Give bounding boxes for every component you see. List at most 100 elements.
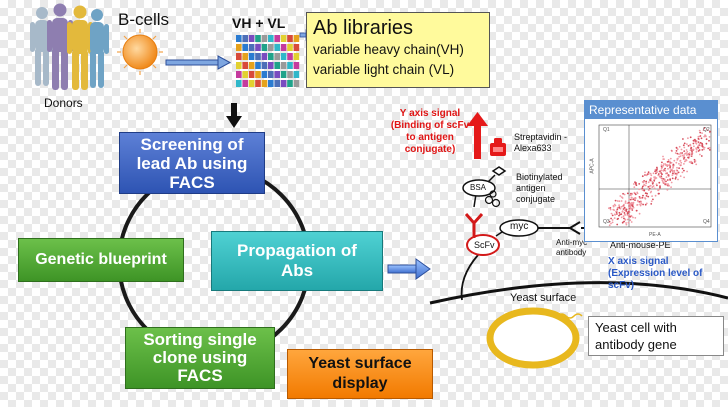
x-axis-signal-label: X axis signal (Expression level of scFv): [608, 256, 703, 291]
facs-event-dot: [679, 175, 682, 177]
facs-event-dot: [613, 217, 616, 219]
library-bar-segment: [280, 53, 287, 60]
facs-event-dot: [690, 154, 693, 157]
sorting-box: Sorting single clone using FACS: [125, 327, 275, 389]
library-bar-segment: [255, 62, 261, 69]
library-bar-segment: [248, 71, 255, 78]
facs-event-dot: [677, 157, 679, 160]
facs-event-dot: [650, 203, 653, 205]
facs-event-dot: [664, 183, 667, 186]
facs-event-dot: [690, 146, 693, 149]
facs-event-dot: [695, 142, 698, 145]
library-bar-segment: [236, 71, 242, 78]
library-bar-segment: [242, 80, 248, 87]
facs-event-dot: [629, 215, 632, 218]
genetic-blueprint-box: Genetic blueprint: [18, 238, 184, 282]
library-bar-segment: [242, 44, 248, 51]
library-bar-segment: [236, 62, 242, 69]
bcell-icon: [117, 29, 163, 75]
library-bar-segment: [287, 44, 293, 51]
facs-event-dot: [665, 176, 668, 178]
screening-box: Screening of lead Ab using FACS: [119, 132, 265, 194]
facs-event-dot: [676, 166, 678, 169]
facs-event-dot: [706, 129, 709, 131]
facs-event-dot: [678, 145, 681, 148]
facs-event-dot: [680, 164, 682, 166]
facs-event-dot: [654, 176, 656, 178]
facs-event-dot: [650, 174, 653, 177]
facs-event-dot: [652, 185, 655, 187]
facs-event-dot: [680, 148, 683, 151]
vhvl-label: VH + VL: [232, 15, 286, 31]
facs-event-dot: [655, 177, 658, 179]
facs-event-dot: [641, 188, 644, 191]
facs-event-dot: [613, 209, 615, 211]
facs-event-dot: [666, 172, 668, 174]
facs-event-dot: [657, 192, 660, 195]
ab-libraries-title: Ab libraries: [313, 17, 414, 39]
facs-event-dot: [649, 179, 652, 182]
facs-event-dot: [667, 159, 670, 161]
facs-event-dot: [625, 208, 628, 211]
facs-event-dot: [659, 176, 661, 178]
library-bar-segment: [293, 53, 300, 60]
facs-event-dot: [651, 195, 653, 197]
facs-event-dot: [621, 210, 624, 213]
facs-event-dot: [660, 169, 663, 172]
facs-event-dot: [665, 180, 667, 183]
facs-event-dot: [673, 169, 676, 172]
facs-event-dot: [654, 170, 656, 173]
scfv-label: ScFv: [474, 240, 495, 250]
facs-event-dot: [646, 173, 649, 175]
facs-event-dot: [645, 202, 648, 205]
facs-event-dot: [669, 178, 671, 181]
facs-event-dot: [624, 219, 627, 221]
facs-event-dot: [678, 162, 680, 165]
facs-event-dot: [689, 144, 692, 147]
facs-event-dot: [650, 200, 653, 203]
streptavidin-label: Streptavidin -Alexa633: [514, 132, 568, 153]
library-bar-segment: [255, 53, 261, 60]
facs-event-dot: [630, 193, 633, 196]
facs-event-dot: [663, 182, 665, 184]
facs-event-dot: [628, 214, 631, 216]
library-bar-segment: [236, 44, 242, 51]
facs-event-dot: [617, 217, 619, 220]
facs-event-dot: [647, 195, 650, 198]
plot-q1-label: Q1: [603, 127, 610, 133]
facs-event-dot: [653, 187, 656, 190]
facs-event-dot: [683, 163, 685, 165]
facs-event-dot: [627, 221, 630, 224]
facs-event-dot: [678, 155, 680, 158]
facs-event-dot: [695, 147, 698, 150]
facs-event-dot: [620, 196, 623, 198]
facs-event-dot: [683, 154, 685, 156]
library-bar-segment: [255, 80, 261, 87]
facs-event-dot: [643, 189, 646, 192]
facs-event-dot: [655, 169, 658, 172]
facs-event-dot: [685, 149, 688, 151]
facs-event-dot: [622, 208, 625, 210]
ab-libraries-box: Ab libraries variable heavy chain(VH) va…: [306, 12, 490, 88]
facs-event-dot: [609, 208, 612, 211]
facs-event-dot: [709, 130, 711, 133]
library-bar-segment: [287, 35, 293, 42]
facs-event-dot: [675, 161, 678, 164]
facs-event-dot: [629, 198, 632, 201]
facs-event-dot: [626, 202, 629, 205]
facs-event-dot: [631, 204, 633, 206]
facs-event-dot: [664, 167, 666, 170]
facs-event-dot: [624, 200, 627, 203]
facs-event-dot: [708, 136, 711, 138]
facs-event-dot: [608, 224, 611, 227]
facs-event-dot: [684, 152, 686, 155]
facs-event-dot: [650, 177, 652, 180]
facs-event-dot: [698, 149, 701, 151]
facs-event-dot: [667, 183, 670, 185]
facs-event-dot: [648, 187, 651, 190]
facs-event-dot: [641, 196, 644, 199]
facs-event-dot: [644, 184, 647, 187]
facs-event-dot: [660, 172, 662, 174]
facs-event-dot: [682, 156, 685, 158]
facs-event-dot: [693, 158, 696, 161]
